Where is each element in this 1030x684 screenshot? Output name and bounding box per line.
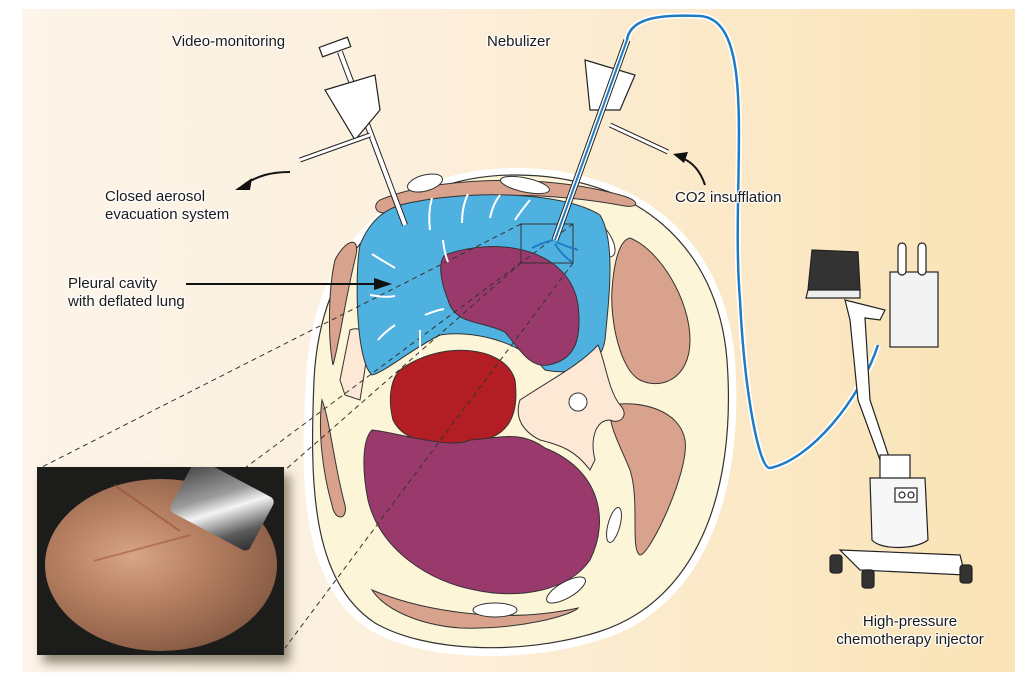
- vessel-bottom-1: [472, 602, 518, 618]
- vessel-right-lower: [606, 507, 622, 543]
- vessel-top-left: [406, 173, 444, 193]
- nebulizer-spray-arrows: [531, 239, 579, 263]
- label-injector-line1: High-pressure: [862, 613, 958, 630]
- label-closed-aerosol-line2: evacuation system: [105, 206, 230, 223]
- aerosol-flow-arrows: [369, 193, 531, 358]
- pleural-pointer-arrowhead: [374, 278, 392, 290]
- label-closed-aerosol: Closed aerosol evacuation system: [105, 188, 229, 224]
- muscle-right-lower: [609, 403, 686, 556]
- label-pleural-line1: Pleural cavity: [68, 275, 158, 292]
- label-nebulizer: Nebulizer: [487, 33, 551, 50]
- muscle-bottom: [370, 588, 580, 629]
- muscle-right: [611, 237, 691, 385]
- label-co2-insufflation: CO2 insufflation: [675, 189, 782, 206]
- lower-lung: [363, 429, 601, 595]
- label-video-monitoring: Video-monitoring: [172, 33, 286, 50]
- label-injector-line2: chemotherapy injector: [836, 631, 984, 648]
- co2-arrow: [681, 157, 706, 186]
- muscle-left-lower: [319, 398, 346, 518]
- deflated-lung: [440, 246, 580, 366]
- label-injector: High-pressure chemotherapy injector: [810, 613, 1010, 649]
- vessel-top-right: [500, 175, 550, 195]
- muscle-left-upper: [328, 242, 358, 366]
- label-closed-aerosol-line1: Closed aerosol: [105, 188, 206, 205]
- magnified-region-box: [520, 223, 574, 264]
- spinal-canal: [568, 392, 588, 412]
- evacuation-arrowhead: [235, 178, 252, 190]
- thorax-cross-section: [39, 168, 737, 657]
- label-pleural-cavity: Pleural cavity with deflated lung: [68, 275, 185, 311]
- video-trocar-icon: [299, 36, 408, 227]
- co2-arrowhead: [673, 152, 688, 163]
- chemotherapy-tubing-line: [625, 14, 880, 470]
- nebulizer-trocar-icon: [551, 38, 670, 242]
- label-pleural-line2: with deflated lung: [68, 293, 185, 310]
- projection-lines: [39, 223, 574, 649]
- endoscopic-view-image: [37, 467, 284, 655]
- injector-machine-icon: [805, 242, 973, 589]
- evacuation-arrow: [244, 171, 291, 185]
